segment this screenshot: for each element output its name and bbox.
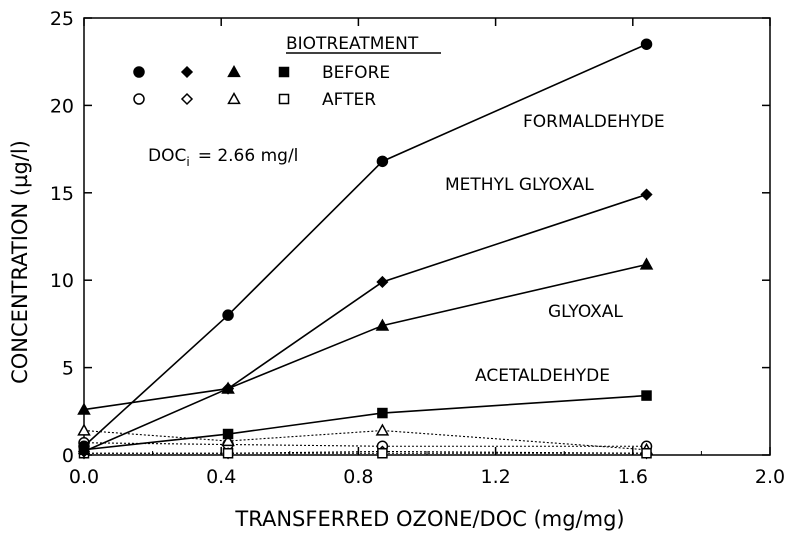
legend-title: BIOTREATMENT xyxy=(286,34,419,54)
legend: BIOTREATMENT BEFORE AFTER xyxy=(133,34,441,110)
data-point-acetaldehyde-before xyxy=(78,444,90,456)
series-label-glyoxal: GLYOXAL xyxy=(548,302,623,322)
series-formaldehyde-after xyxy=(78,437,653,453)
series-line-glyoxal-before xyxy=(83,263,647,411)
series-line-formaldehyde-before xyxy=(83,43,647,447)
doc-note-main: DOC xyxy=(148,146,186,166)
data-point-methyl-glyoxal-before xyxy=(640,188,653,201)
data-point-acetaldehyde-after xyxy=(641,448,652,459)
series-label-methyl-glyoxal: METHYL GLYOXAL xyxy=(445,175,594,195)
y-tick-label: 25 xyxy=(50,8,74,30)
data-point-glyoxal-before xyxy=(639,257,654,270)
legend-markers xyxy=(133,64,290,106)
series-methyl-glyoxal-after xyxy=(77,445,653,460)
series-layer xyxy=(77,38,654,460)
y-tick-label: 20 xyxy=(50,95,74,117)
series-acetaldehyde-before xyxy=(78,390,652,456)
data-point-acetaldehyde-before xyxy=(641,390,652,401)
data-point-methyl-glyoxal-before xyxy=(376,275,389,289)
x-tick-label: 0.4 xyxy=(206,466,236,488)
legend-after-label: AFTER xyxy=(322,90,376,110)
data-point-acetaldehyde-after xyxy=(222,448,234,459)
series-line-glyoxal-after xyxy=(83,429,647,451)
doc-note-value: = 2.66 mg/l xyxy=(198,146,299,166)
data-point-formaldehyde-before xyxy=(222,309,234,321)
legend-marker-circle-before xyxy=(133,66,145,78)
legend-marker-circle-after xyxy=(133,93,145,105)
data-point-formaldehyde-before xyxy=(640,38,653,50)
series-label-formaldehyde: FORMALDEHYDE xyxy=(523,112,665,132)
data-point-glyoxal-after xyxy=(77,423,91,436)
x-tick-label: 1.2 xyxy=(480,466,510,488)
data-point-glyoxal-before xyxy=(77,402,91,415)
data-point-glyoxal-after xyxy=(375,423,390,436)
legend-marker-square-before xyxy=(278,66,290,78)
x-tick-label: 0.0 xyxy=(69,466,99,488)
y-tick-label: 15 xyxy=(50,183,74,205)
doc-note-sub: i xyxy=(186,155,189,169)
plot-frame xyxy=(83,17,771,456)
legend-marker-diamond-before xyxy=(180,65,194,79)
legend-before-label: BEFORE xyxy=(322,63,390,83)
x-tick-label: 0.8 xyxy=(343,466,373,488)
data-point-formaldehyde-before xyxy=(376,155,389,168)
y-tick-label: 0 xyxy=(62,445,74,467)
legend-marker-diamond-after xyxy=(180,92,194,106)
x-tick-label: 2.0 xyxy=(755,466,785,488)
data-point-glyoxal-before xyxy=(221,381,235,394)
series-glyoxal-after xyxy=(77,423,654,455)
y-tick-label: 5 xyxy=(62,358,74,380)
data-point-acetaldehyde-after xyxy=(377,448,388,459)
doc-note: DOCi = 2.66 mg/l xyxy=(148,146,298,169)
legend-marker-triangle-after xyxy=(227,91,241,105)
x-tick-label: 1.6 xyxy=(618,466,648,488)
data-point-glyoxal-before xyxy=(375,318,390,331)
axes: 0.0 0.4 0.8 1.2 1.6 2.0 0 5 10 15 20 25 xyxy=(50,8,785,488)
series-line-formaldehyde-after xyxy=(83,442,647,447)
y-axis-label: CONCENTRATION (µg/l) xyxy=(8,140,32,384)
data-point-acetaldehyde-before xyxy=(377,407,388,419)
legend-marker-triangle-before xyxy=(227,64,241,78)
x-axis-label: TRANSFERRED OZONE/DOC (mg/mg) xyxy=(234,507,624,531)
data-point-glyoxal-after xyxy=(221,433,235,447)
series-methyl-glyoxal-before xyxy=(77,188,653,458)
series-label-acetaldehyde: ACETALDEHYDE xyxy=(475,366,610,386)
data-point-acetaldehyde-before xyxy=(222,428,234,440)
series-acetaldehyde-after xyxy=(78,448,652,459)
y-tick-label: 10 xyxy=(50,270,74,292)
series-glyoxal-before xyxy=(77,257,654,415)
series-line-acetaldehyde-before xyxy=(83,394,647,451)
series-line-methyl-glyoxal-before xyxy=(83,193,647,453)
legend-marker-square-after xyxy=(278,93,290,105)
